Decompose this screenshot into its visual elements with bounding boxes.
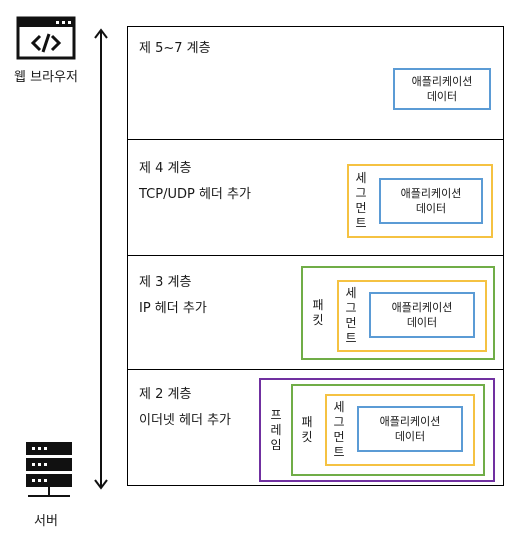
app-data-line2: 데이터 bbox=[415, 202, 447, 215]
server-icon bbox=[24, 440, 74, 500]
layer-title: 제 5~7 계층 bbox=[139, 41, 211, 56]
app-data-line1: 애플리케이션 bbox=[400, 187, 462, 200]
layer-title: 제 3 계층 bbox=[139, 275, 192, 290]
app-data-line1: 애플리케이션 bbox=[391, 301, 453, 314]
app-data-box: 애플리케이션 데이터 bbox=[393, 68, 491, 110]
layer-subtitle: 이더넷 헤더 추가 bbox=[139, 413, 231, 428]
app-data-box: 애플리케이션 데이터 bbox=[379, 178, 483, 224]
app-data-line2: 데이터 bbox=[394, 430, 426, 443]
layer-subtitle: TCP/UDP 헤더 추가 bbox=[139, 187, 251, 202]
app-data-line2: 데이터 bbox=[406, 316, 438, 329]
layer-title: 제 4 계층 bbox=[139, 161, 192, 176]
app-data-box: 애플리케이션 데이터 bbox=[357, 406, 463, 452]
server-label: 서버 bbox=[34, 514, 58, 529]
app-data-line1: 애플리케이션 bbox=[379, 415, 441, 428]
app-data-line2: 데이터 bbox=[426, 90, 458, 103]
browser-icon bbox=[16, 16, 76, 60]
browser-label: 웹 브라우저 bbox=[14, 70, 78, 85]
layer-title: 제 2 계층 bbox=[139, 387, 192, 402]
double-arrow-icon bbox=[92, 26, 110, 492]
layer-5-7: 제 5~7 계층 애플리케이션 데이터 bbox=[127, 26, 504, 140]
layer-subtitle: IP 헤더 추가 bbox=[139, 301, 207, 316]
layer-stack bbox=[127, 26, 504, 486]
app-data-line1: 애플리케이션 bbox=[411, 75, 473, 88]
app-data-box: 애플리케이션 데이터 bbox=[369, 292, 475, 338]
